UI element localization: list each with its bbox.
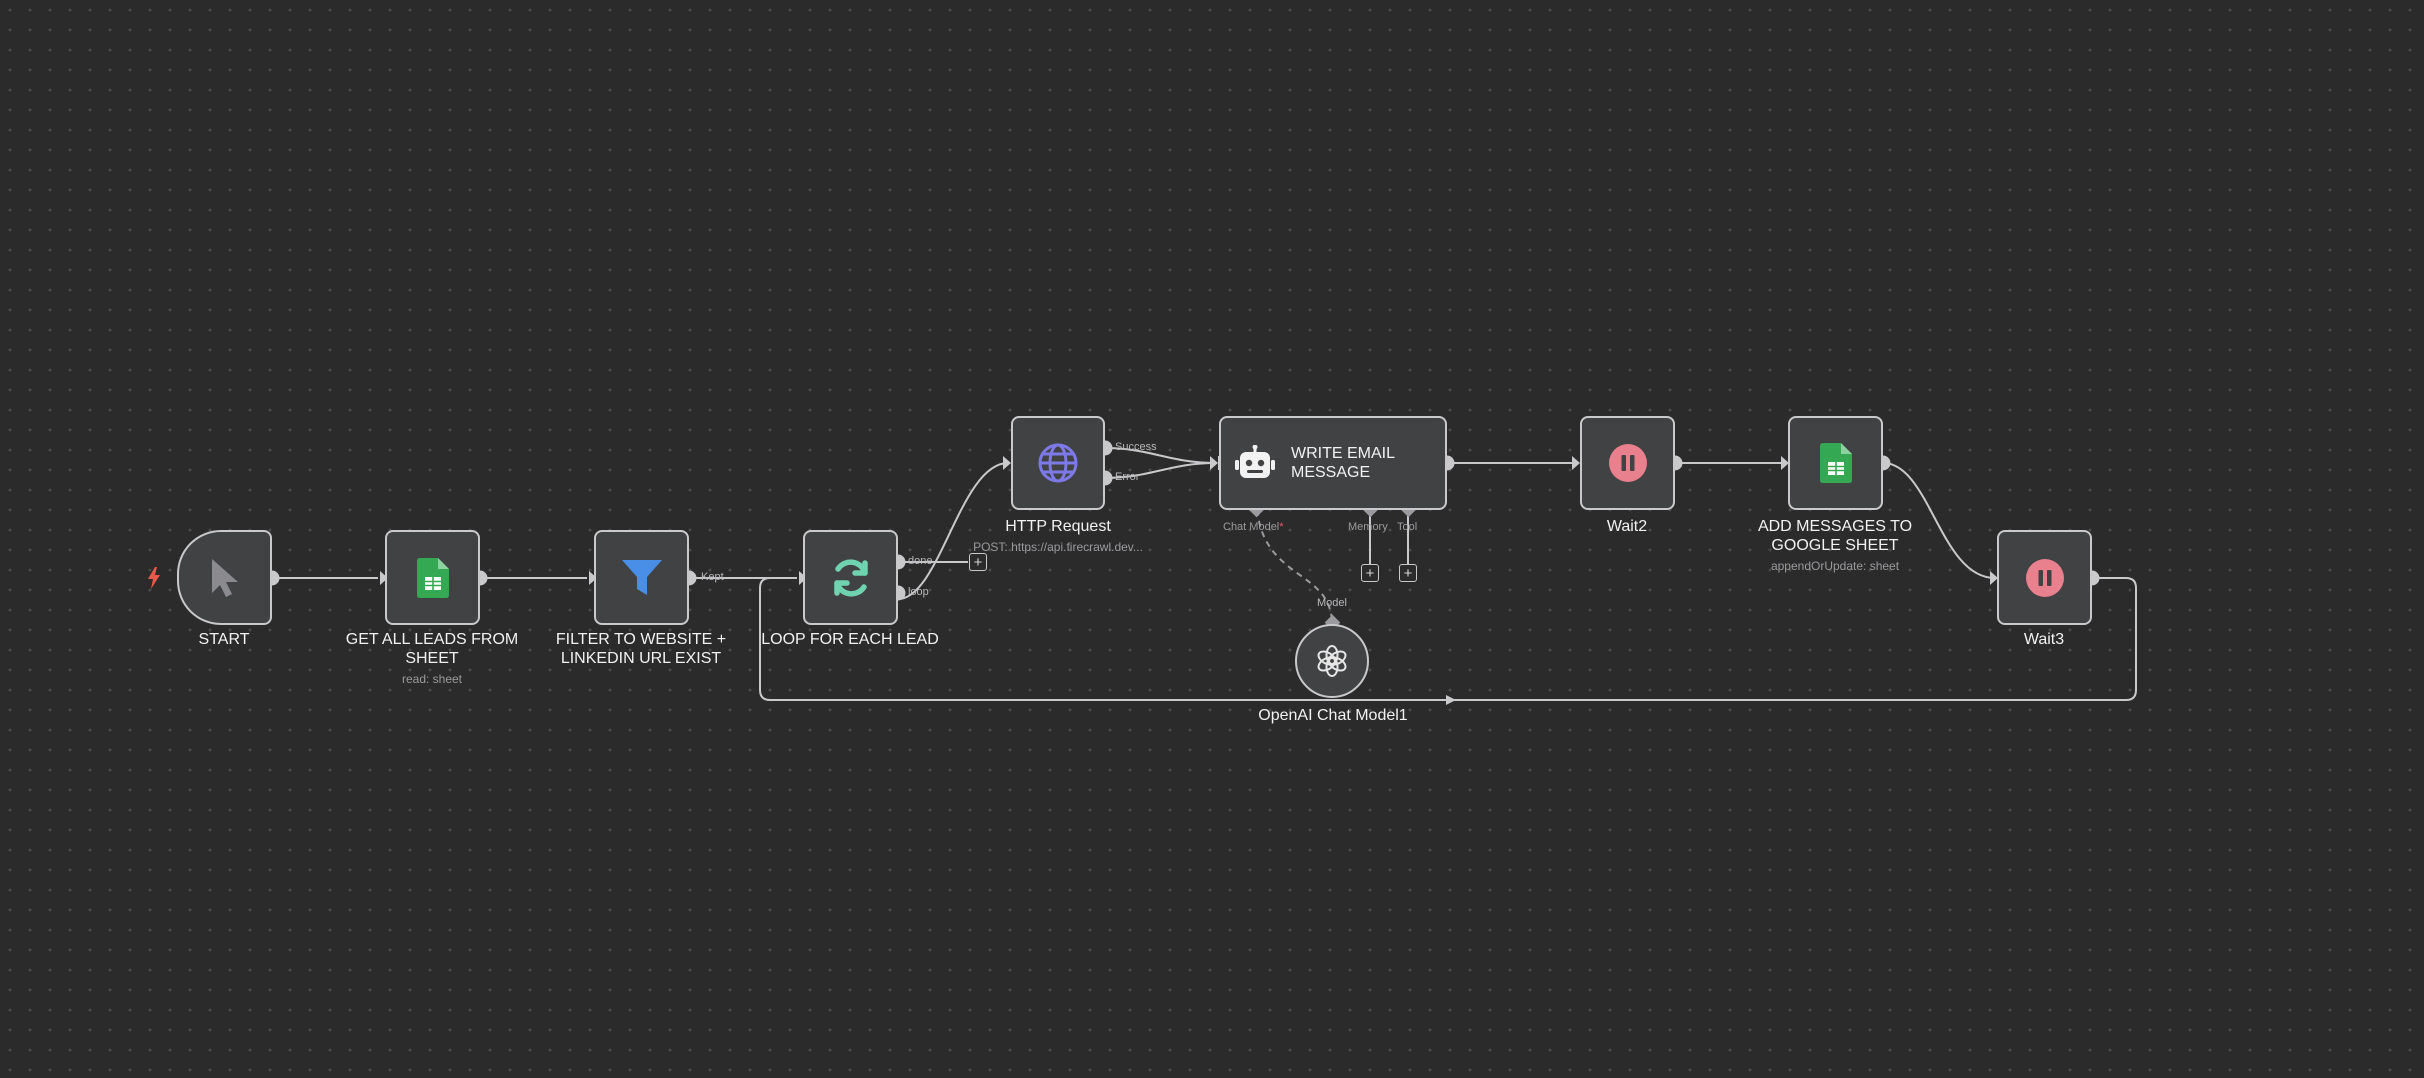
node-label-http-request: HTTP Request (1005, 518, 1111, 535)
globe-icon (1037, 442, 1079, 484)
node-label-get-all-leads: GET ALL LEADS FROM SHEET (345, 631, 519, 667)
edge-label-loop: loop (908, 586, 929, 598)
cursor-icon (208, 557, 242, 599)
node-subtitle-add-messages: appendOrUpdate: sheet (1770, 559, 1900, 573)
node-label-write-email-message: WRITE EMAIL MESSAGE (1291, 445, 1395, 481)
edge-chat-model-link (1256, 509, 1333, 623)
pause-icon (1608, 444, 1647, 482)
edge-back-arrow (1446, 695, 1456, 705)
sub-input-chat-model-label: Chat Model* (1223, 521, 1284, 533)
node-label-add-messages: ADD MESSAGES TO GOOGLE SHEET (1757, 518, 1913, 554)
edge-add-messages-to-wait3 (1882, 462, 1996, 579)
edge-http-error-to-write-email (1104, 462, 1216, 479)
edge-wait3-back-to-loop (759, 577, 2137, 701)
google-sheets-icon (1819, 443, 1852, 483)
node-wait2[interactable] (1580, 416, 1675, 510)
node-loop[interactable] (803, 530, 898, 625)
node-label-filter: FILTER TO WEBSITE + LINKEDIN URL EXIST (555, 631, 727, 667)
node-http-request[interactable] (1011, 416, 1105, 510)
google-sheets-icon (416, 557, 449, 598)
add-node-after-done-button[interactable]: + (969, 553, 987, 571)
node-subtitle-get-all-leads: read: sheet (401, 672, 463, 686)
node-openai-chat-model[interactable] (1295, 624, 1369, 698)
node-wait3[interactable] (1997, 530, 2092, 625)
node-filter[interactable] (594, 530, 689, 625)
openai-logo-icon (1315, 644, 1349, 678)
pause-icon (2025, 558, 2064, 597)
sub-input-tool-label: Tool (1397, 521, 1418, 533)
node-label-wait3: Wait3 (2023, 631, 2065, 648)
trigger-bolt-icon (146, 567, 162, 594)
node-subtitle-http-request: POST: https://api.firecrawl.dev... (973, 540, 1143, 554)
node-label-loop: LOOP FOR EACH LEAD (761, 631, 939, 648)
edge-label-done: done (908, 555, 933, 567)
edge-loop-to-http (897, 462, 1009, 600)
node-label-start: START (198, 631, 250, 648)
edge-label-kept: Kept (701, 571, 724, 583)
node-add-messages[interactable] (1788, 416, 1883, 510)
edge-label-error: Error (1115, 471, 1140, 483)
edge-label-success: Success (1115, 441, 1157, 453)
node-start[interactable] (177, 530, 272, 625)
filter-funnel-icon (621, 557, 663, 599)
sub-input-memory-label: Memory (1348, 521, 1388, 533)
node-label-openai-chat-model: OpenAI Chat Model1 (1258, 707, 1408, 724)
robot-icon (1235, 445, 1275, 481)
add-memory-button[interactable]: + (1361, 564, 1379, 582)
loop-refresh-icon (829, 556, 873, 600)
add-tool-button[interactable]: + (1399, 564, 1417, 582)
node-write-email-message[interactable]: WRITE EMAIL MESSAGE (1219, 416, 1447, 510)
node-get-all-leads[interactable] (385, 530, 480, 625)
node-label-wait2: Wait2 (1606, 518, 1648, 535)
edge-label-model: Model (1317, 597, 1347, 609)
